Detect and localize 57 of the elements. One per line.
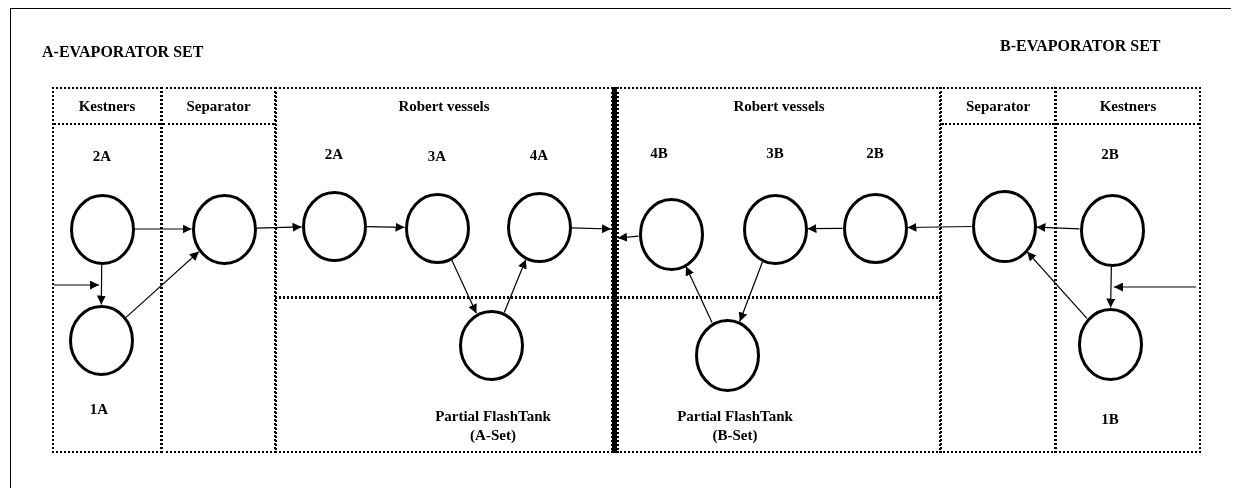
flow-arrow (365, 222, 406, 232)
vessel-circle (458, 309, 524, 381)
vessel-label: 2B (866, 145, 884, 162)
section-title: Partial FlashTank (B-Set) (676, 407, 794, 445)
set-title: A-EVAPORATOR SET (42, 43, 204, 61)
flow-arrow (503, 258, 527, 314)
flow-arrow (906, 222, 973, 232)
flow-arrow (255, 222, 303, 232)
column-panel (52, 87, 162, 453)
vessel-circle (69, 193, 135, 265)
flow-arrow (451, 259, 477, 314)
vessel-label: 4B (650, 145, 668, 162)
vessel-circle (971, 189, 1037, 263)
vessel-label: 4A (529, 147, 549, 164)
flow-arrow (570, 224, 612, 234)
vessel-label: 1A (89, 401, 109, 418)
vessel-label: 2A (92, 148, 112, 165)
vessel-circle (301, 190, 367, 262)
flow-arrow (133, 224, 193, 234)
flow-arrow (96, 263, 106, 306)
vessel-circle (506, 191, 572, 263)
vessel-circle (842, 192, 908, 264)
vessel-label: 2A (324, 146, 344, 163)
flow-arrow (1035, 223, 1081, 233)
column-panel (940, 87, 1056, 453)
column-panel (161, 87, 276, 453)
vessel-circle (404, 192, 470, 264)
column-header: Robert vessels (397, 97, 491, 116)
column-header: Separator (185, 97, 252, 116)
column-panel (1055, 87, 1201, 453)
flow-arrow (806, 224, 844, 234)
vessel-circle (638, 197, 704, 271)
column-header: Kestners (77, 97, 137, 116)
flow-arrow (125, 251, 200, 318)
flow-arrow (1106, 265, 1116, 309)
flow-arrow (617, 232, 640, 242)
vessel-circle (1077, 307, 1143, 381)
vessel-label: 1B (1101, 411, 1119, 428)
column-header: Robert vessels (732, 97, 826, 116)
vessel-label: 2B (1101, 146, 1119, 163)
vessel-circle (1079, 193, 1145, 267)
flow-arrow (1026, 251, 1088, 319)
flow-arrow (685, 265, 713, 324)
divider-bar (612, 87, 617, 453)
vessel-circle (742, 193, 808, 265)
flow-arrow (1113, 282, 1197, 292)
flow-arrow (738, 261, 764, 323)
flow-arrow (53, 280, 100, 290)
set-title: B-EVAPORATOR SET (1000, 37, 1161, 55)
vessel-label: 3B (766, 145, 784, 162)
vessel-circle (68, 304, 134, 376)
vessel-label: 3A (427, 148, 447, 165)
vessel-circle (694, 318, 760, 392)
column-header: Separator (964, 97, 1032, 116)
vessel-circle (191, 193, 257, 265)
section-title: Partial FlashTank (A-Set) (434, 407, 552, 445)
column-header: Kestners (1098, 97, 1158, 116)
